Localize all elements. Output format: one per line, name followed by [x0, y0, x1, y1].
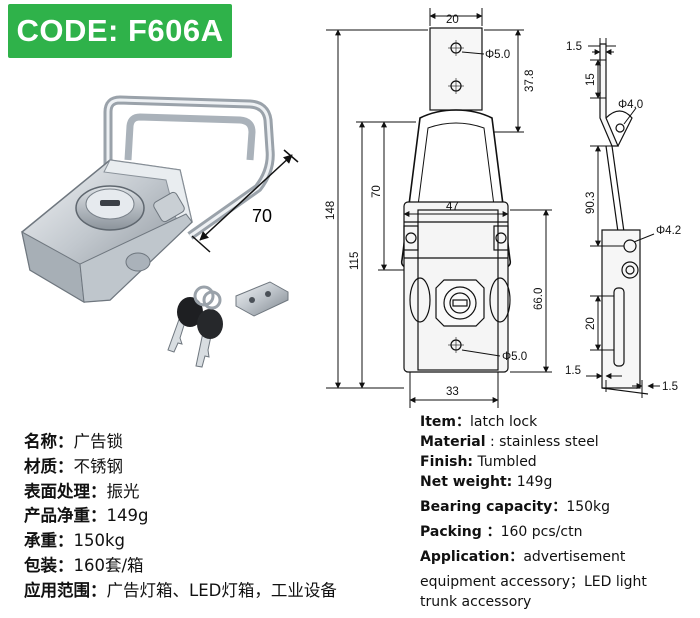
side-dim-1-5-right: 1.5: [662, 381, 678, 393]
spec-en-item: Item：latch lock: [420, 414, 538, 430]
front-view-drawing: [400, 27, 512, 373]
spec-zh-material: 材质：不锈钢: [24, 456, 123, 476]
side-dimensions: [586, 38, 660, 398]
side-dim-phi-4-2: Φ4.2: [656, 225, 681, 237]
side-dim-1-5-left: 1.5: [565, 365, 581, 377]
dim-47: 47: [446, 201, 459, 213]
spec-zh-finish: 表面处理：振光: [24, 481, 140, 501]
spec-list-chinese: 名称：广告锁 材质：不锈钢 表面处理：振光 产品净重：149g 承重：150kg…: [24, 430, 419, 604]
side-dim-15: 15: [585, 73, 597, 86]
dim-20: 20: [446, 14, 459, 26]
latch-photo: 70: [21, 95, 299, 368]
spec-en-finish: Finish: Tumbled: [420, 454, 537, 470]
side-dim-20: 20: [585, 317, 597, 330]
spec-en-bearing: Bearing capacity：150kg: [420, 499, 611, 515]
spec-zh-packing: 包装：160套/箱: [24, 555, 144, 575]
spec-zh-name: 名称：广告锁: [24, 432, 123, 451]
spec-en-material: Material : stainless steel: [420, 434, 599, 450]
spec-list-english: Item：latch lock Material : stainless ste…: [420, 412, 700, 612]
keys-photo: [167, 285, 223, 368]
dim-148: 148: [325, 201, 337, 220]
dim-115: 115: [349, 252, 361, 270]
dim-33: 33: [446, 386, 459, 398]
dim-70: 70: [371, 185, 383, 198]
spec-en-weight: Net weight: 149g: [420, 474, 553, 490]
side-dim-1-5-top: 1.5: [566, 41, 582, 53]
spec-zh-weight: 产品净重：149g: [24, 506, 149, 526]
photo-dimension-70: 70: [252, 206, 272, 226]
side-dim-phi-4: Φ4.0: [618, 99, 643, 111]
dim-37-8: 37.8: [524, 70, 536, 92]
spec-en-application-line2: equipment accessory；LED light: [420, 574, 647, 590]
spec-zh-application: 应用范围：广告灯箱、LED灯箱，工业设备: [24, 580, 337, 600]
spec-en-packing: Packing ：160 pcs/ctn: [420, 524, 583, 540]
dim-66: 66.0: [533, 288, 545, 310]
spec-en-application-line3: trunk accessory: [420, 594, 532, 610]
spec-zh-load: 承重：150kg: [24, 531, 126, 551]
side-dim-90-3: 90.3: [585, 192, 597, 214]
dim-hole-bottom: Φ5.0: [502, 351, 527, 363]
bracket-photo: [235, 281, 289, 317]
front-dimensions: [326, 8, 552, 408]
spec-en-application: Application：advertisement: [420, 549, 626, 565]
dim-hole-top: Φ5.0: [485, 49, 510, 61]
product-code-badge: CODE: F606A: [8, 4, 232, 58]
side-view-drawing: [599, 43, 649, 395]
